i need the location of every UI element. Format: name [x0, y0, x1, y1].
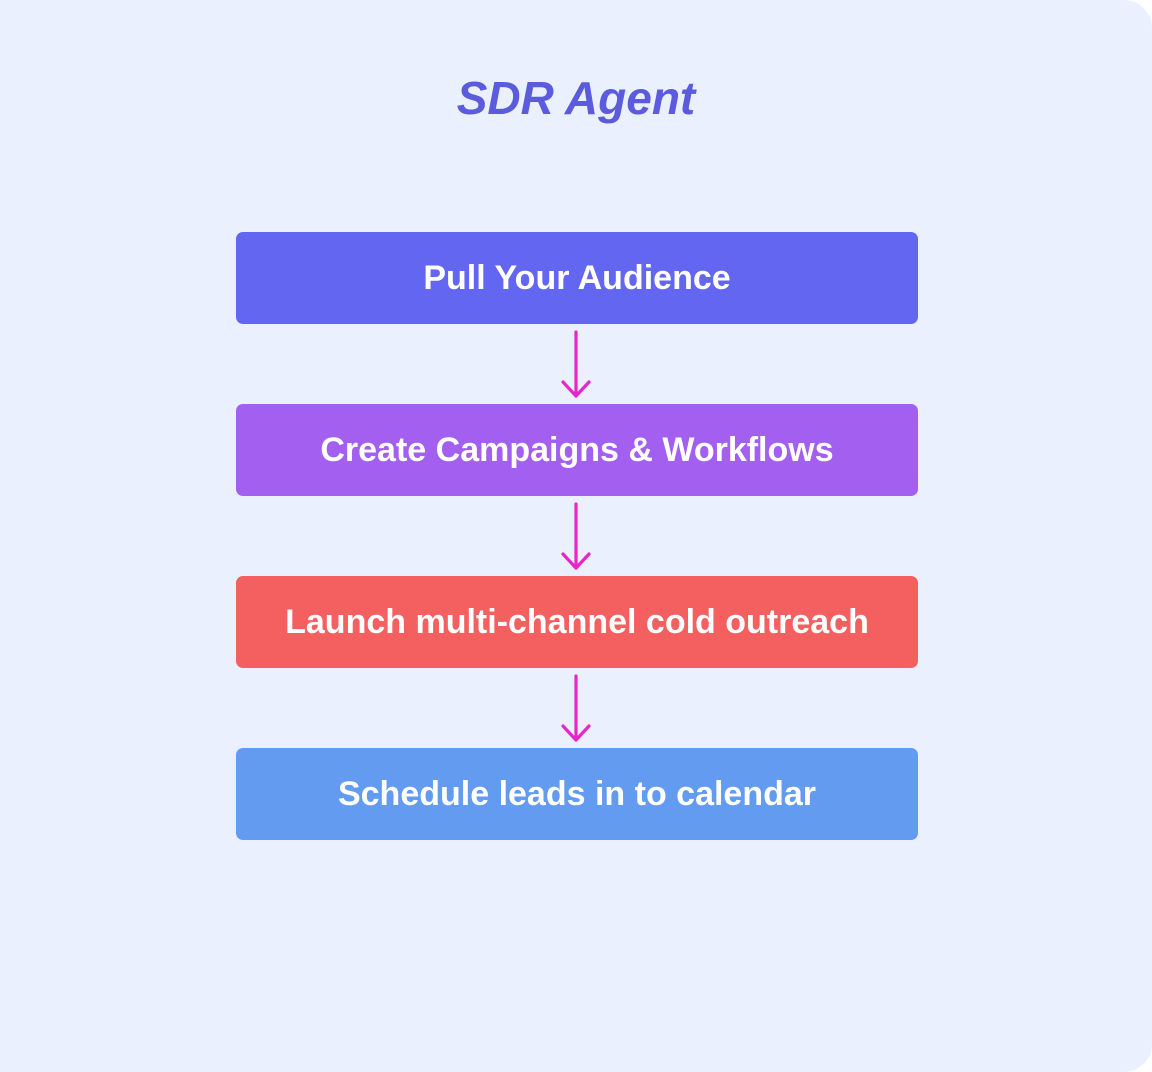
arrow-down-icon: [561, 330, 591, 398]
arrow-down-icon: [561, 502, 591, 570]
step-schedule-leads: Schedule leads in to calendar: [236, 748, 918, 840]
step-launch-outreach: Launch multi-channel cold outreach: [236, 576, 918, 668]
step-pull-audience: Pull Your Audience: [236, 232, 918, 324]
step-create-campaigns: Create Campaigns & Workflows: [236, 404, 918, 496]
arrow-down-icon: [561, 674, 591, 742]
diagram-title: SDR Agent: [456, 72, 696, 124]
